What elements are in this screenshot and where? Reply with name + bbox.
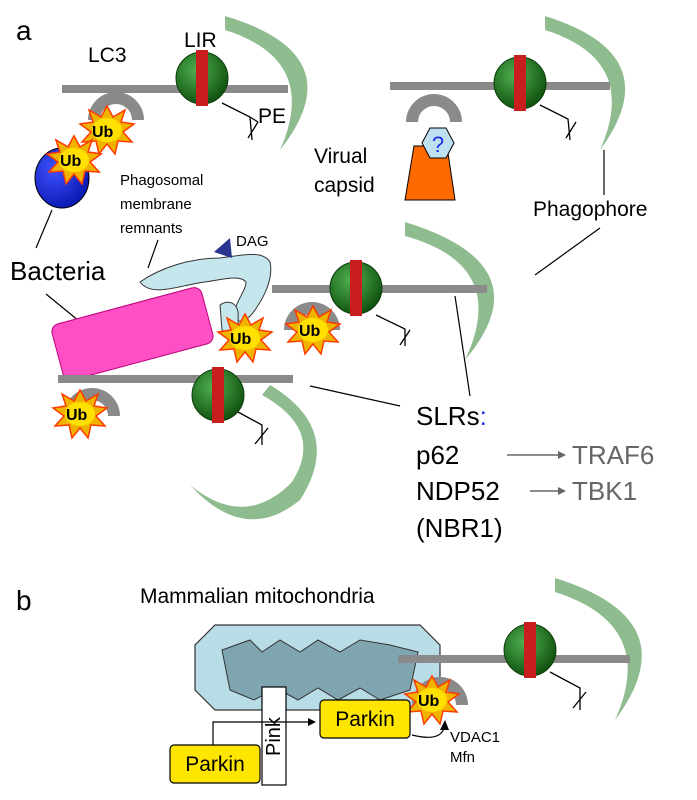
dag-label: DAG [236, 233, 269, 250]
mfn-label: Mfn [450, 749, 475, 766]
arrowhead [440, 720, 449, 730]
phagosomal-label: Phagosomal [120, 172, 203, 189]
pink-box [261, 686, 287, 786]
phagophore-membrane [405, 222, 495, 360]
phagophore-membrane [555, 578, 642, 720]
pe-anchor-icon [221, 102, 259, 141]
mitochondria-title: Mammalian mitochondria [140, 585, 375, 608]
parkin-label: Parkin [185, 753, 245, 776]
membrane-label: membrane [120, 196, 192, 213]
virual-label: Virual [314, 145, 367, 168]
slr-pointer [454, 295, 471, 397]
lc3-lir-sphere [493, 54, 547, 112]
nbr1-label: (NBR1) [416, 513, 503, 543]
ub-label: Ub [92, 124, 114, 141]
bacteria-rod [51, 287, 214, 381]
autophagy-unit-bottom: Ub [52, 366, 317, 520]
parkin-box-cytosol [169, 744, 261, 784]
ub-label: Ub [299, 323, 321, 340]
lir-label: LIR [184, 29, 217, 52]
arrow-parkin-recruitment [212, 721, 310, 745]
p62-label: p62 [416, 440, 459, 470]
phagophore-membrane [545, 16, 626, 150]
slrs-title: SLRs: [416, 401, 487, 431]
phagophore-membrane [225, 16, 308, 150]
tbk1-label: TBK1 [572, 476, 637, 506]
panel-label-a: a [16, 15, 32, 46]
pe-anchor-icon [375, 314, 411, 346]
pe-label: PE [258, 105, 286, 128]
arrowhead [308, 718, 316, 726]
lc3-lir-sphere [329, 259, 383, 317]
ndp52-label: NDP52 [416, 476, 500, 506]
arrow-parkin-substrate [411, 727, 445, 738]
parkin-label: Parkin [335, 708, 395, 731]
ub-label: Ub [66, 407, 88, 424]
panel-label-b: b [16, 585, 32, 616]
lc3-lir-sphere [503, 621, 557, 679]
parkin-box-mito [319, 699, 411, 739]
mitochondrion [194, 624, 441, 711]
slr-anchor [406, 94, 462, 122]
autophagy-unit-top-left: Ub Ub Ub [34, 16, 308, 209]
bacteria-pointer [35, 209, 53, 249]
remnants-pointer [147, 239, 159, 269]
lc3-lir-sphere [175, 49, 229, 107]
autophagy-unit-virus: ? [390, 16, 626, 201]
bacteria-label: Bacteria [10, 256, 106, 286]
remnants-label: remnants [120, 220, 183, 237]
capsid-label: capsid [314, 174, 375, 197]
phagophore-label: Phagophore [533, 198, 647, 221]
membrane-bar [62, 85, 288, 93]
vdac1-label: VDAC1 [450, 729, 500, 746]
autophagy-unit-center: Ub Ub [51, 222, 495, 381]
traf6-label: TRAF6 [572, 440, 654, 470]
phagophore-pointer [534, 227, 601, 276]
pe-anchor-icon [549, 671, 587, 710]
lc3-label: LC3 [88, 44, 127, 67]
pink-label: Pink [263, 716, 285, 756]
ub-label: Ub [418, 693, 440, 710]
dag-triangle [214, 238, 232, 258]
arrow-p62-traf6 [507, 451, 566, 459]
capsid-protein-hexagon [421, 127, 455, 159]
ub-label: Ub [60, 153, 82, 170]
unknown-receptor-question: ? [432, 132, 444, 157]
ub-label: Ub [230, 331, 252, 348]
pe-anchor-icon [539, 104, 577, 141]
autophagy-unit-mito: Ub [398, 578, 642, 725]
arrow-ndp52-tbk1 [530, 487, 566, 495]
membrane-bar [58, 375, 293, 383]
slr-pointer [309, 385, 401, 407]
pe-anchor-icon [237, 411, 269, 445]
